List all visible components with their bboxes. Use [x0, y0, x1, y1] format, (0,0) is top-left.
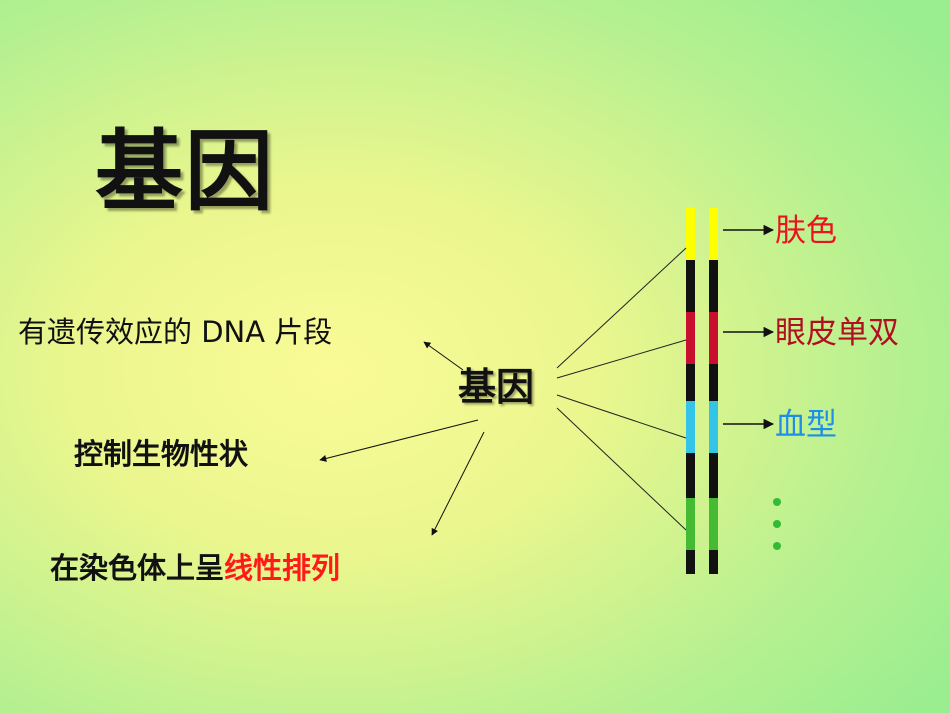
band-green-left	[686, 498, 695, 550]
band-black-right-4	[709, 550, 718, 574]
connector-1	[556, 247, 687, 369]
control-label: 控制生物性状	[74, 437, 249, 471]
band-black-right-2	[709, 364, 718, 401]
dot-2	[773, 520, 781, 528]
ellipsis-dots	[773, 498, 781, 550]
dot-1	[773, 498, 781, 506]
linear-highlight: 线性排列	[224, 551, 341, 585]
trait-skin-color: 肤色	[775, 213, 837, 249]
dot-3	[773, 542, 781, 550]
band-black-right-3	[709, 453, 718, 498]
connector-4	[556, 407, 687, 531]
band-yellow-left	[686, 208, 695, 260]
band-black-left-1	[686, 260, 695, 312]
band-red-left	[686, 312, 695, 364]
connector-2	[556, 339, 687, 379]
chromatid-right	[709, 208, 718, 574]
slide-title: 基因	[95, 120, 276, 223]
arrow-control	[319, 419, 479, 462]
chromatid-left	[686, 208, 695, 574]
connector-lines	[556, 247, 687, 531]
band-black-left-2	[686, 364, 695, 401]
trait-eyelid: 眼皮单双	[775, 315, 899, 351]
connector-3	[556, 394, 687, 439]
arrow-linear	[431, 431, 485, 536]
band-black-left-4	[686, 550, 695, 574]
linear-prefix: 在染色体上呈	[50, 551, 225, 585]
trait-blood-type: 血型	[775, 407, 837, 443]
arrows	[319, 341, 485, 536]
band-black-right-1	[709, 260, 718, 312]
band-blue-left	[686, 401, 695, 453]
band-blue-right	[709, 401, 718, 453]
definition-label: 有遗传效应的 DNA 片段	[18, 315, 333, 349]
band-red-right	[709, 312, 718, 364]
band-green-right	[709, 498, 718, 550]
linear-label: 在染色体上呈线性排列	[50, 554, 340, 583]
band-yellow-right	[709, 208, 718, 260]
trait-arrows	[723, 224, 775, 430]
band-black-left-3	[686, 453, 695, 498]
arrow-definition	[423, 341, 464, 371]
center-label: 基因	[458, 365, 535, 409]
